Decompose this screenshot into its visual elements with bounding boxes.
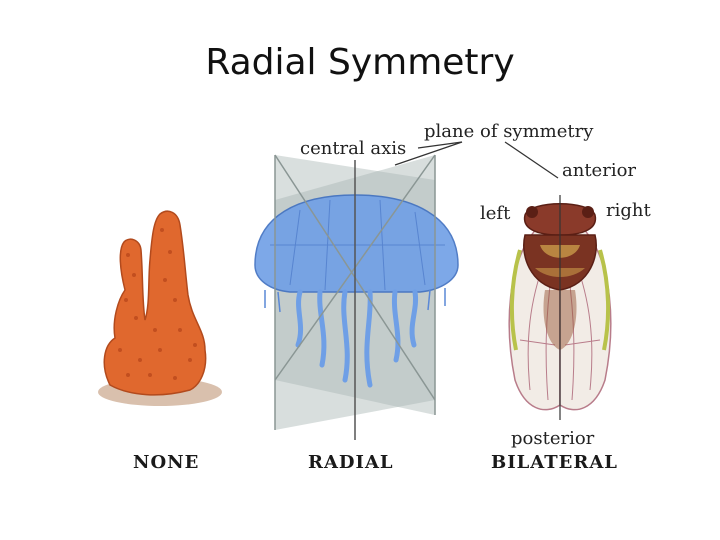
slide-title: Radial Symmetry bbox=[205, 42, 515, 83]
caption-none: NONE bbox=[133, 452, 200, 473]
cicada-illustration bbox=[508, 195, 612, 420]
sponge-illustration bbox=[98, 210, 222, 406]
label-anterior: anterior bbox=[562, 160, 637, 181]
label-central-axis: central axis bbox=[300, 138, 407, 159]
label-plane-of-symmetry: plane of symmetry bbox=[424, 121, 594, 142]
label-posterior: posterior bbox=[511, 428, 595, 449]
caption-bilateral: BILATERAL bbox=[491, 452, 618, 473]
label-pointers bbox=[394, 141, 559, 179]
jellyfish-illustration bbox=[254, 154, 459, 440]
label-right: right bbox=[606, 200, 651, 221]
label-left: left bbox=[480, 203, 511, 224]
caption-radial: RADIAL bbox=[308, 452, 394, 473]
